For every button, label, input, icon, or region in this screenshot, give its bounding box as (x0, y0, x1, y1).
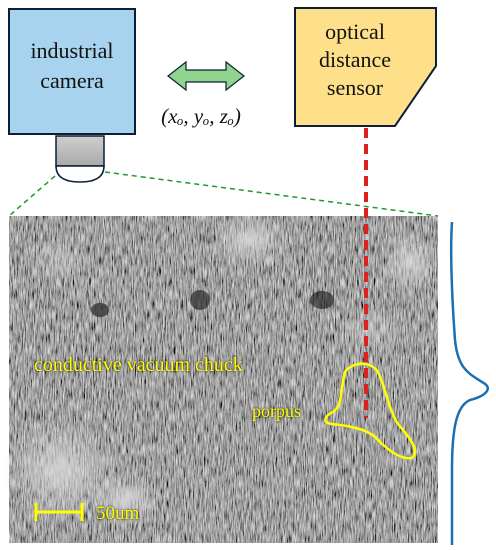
scale-bar (34, 503, 84, 521)
camera-lens (55, 135, 105, 183)
camera-box (8, 8, 136, 135)
sensor-label-line2: distance (318, 47, 392, 72)
fov-line-right (104, 171, 439, 217)
camera-label-line1: industrial (30, 38, 114, 63)
sensor-box (294, 7, 437, 127)
camera-label: industrial camera (8, 36, 136, 96)
porpus-label: porpus (252, 401, 301, 421)
fov-line-left (8, 175, 56, 217)
profile-curve (449, 221, 489, 545)
sensor-label-line3: sensor (326, 75, 384, 100)
micrograph-image (2, 214, 440, 543)
porpus-outline (324, 362, 417, 460)
coordinates-label: (xₒ, yₒ, zₒ) (161, 104, 241, 128)
chuck-label: conductive vacuum chuck (34, 354, 243, 376)
double-arrow-icon (167, 60, 245, 92)
scale-label: 50um (96, 503, 140, 524)
camera-label-line2: camera (40, 68, 104, 93)
sensor-label-line1: optical (325, 19, 385, 44)
sensor-label: optical distance sensor (296, 18, 414, 102)
